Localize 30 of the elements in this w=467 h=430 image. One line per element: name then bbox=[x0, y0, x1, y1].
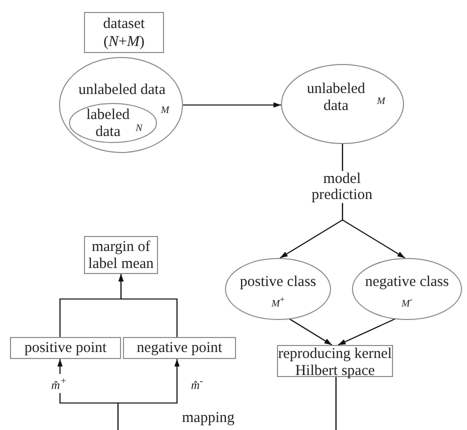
node-label: unlabeled data bbox=[306, 81, 366, 115]
process-box bbox=[10, 337, 121, 359]
arrow bbox=[183, 102, 281, 108]
dataset-box bbox=[84, 12, 164, 53]
class-ellipse bbox=[225, 258, 331, 320]
count-symbol: M bbox=[376, 96, 386, 108]
count-symbol: M$^{+}$ bbox=[270, 294, 286, 310]
arrow bbox=[118, 274, 178, 337]
node-label: unlabeled data bbox=[77, 82, 167, 99]
arrow bbox=[117, 359, 337, 430]
data-ellipse bbox=[69, 103, 157, 143]
count-symbol: M$^{-}$ bbox=[400, 294, 414, 310]
class-ellipse bbox=[352, 258, 462, 320]
node-label: positive point bbox=[23, 340, 108, 357]
count-symbol: M bbox=[160, 105, 170, 117]
note-label: mapping bbox=[182, 410, 234, 426]
node-label: margin of label mean bbox=[87, 239, 155, 273]
node-label: postive class bbox=[238, 274, 318, 291]
node-label: reproducing kernel Hilbert space bbox=[278, 346, 392, 380]
arrow bbox=[288, 318, 332, 346]
node-label: negative class bbox=[364, 274, 450, 291]
node-label: negative point bbox=[136, 340, 224, 357]
data-ellipse bbox=[281, 64, 404, 144]
node-subtitle: (N+M) bbox=[102, 34, 146, 51]
node-label: dataset bbox=[102, 16, 146, 33]
count-symbol: N bbox=[134, 123, 144, 135]
node-label: labeled data bbox=[85, 107, 131, 141]
process-box bbox=[123, 337, 236, 359]
arrow bbox=[338, 318, 398, 346]
data-ellipse bbox=[59, 57, 183, 153]
